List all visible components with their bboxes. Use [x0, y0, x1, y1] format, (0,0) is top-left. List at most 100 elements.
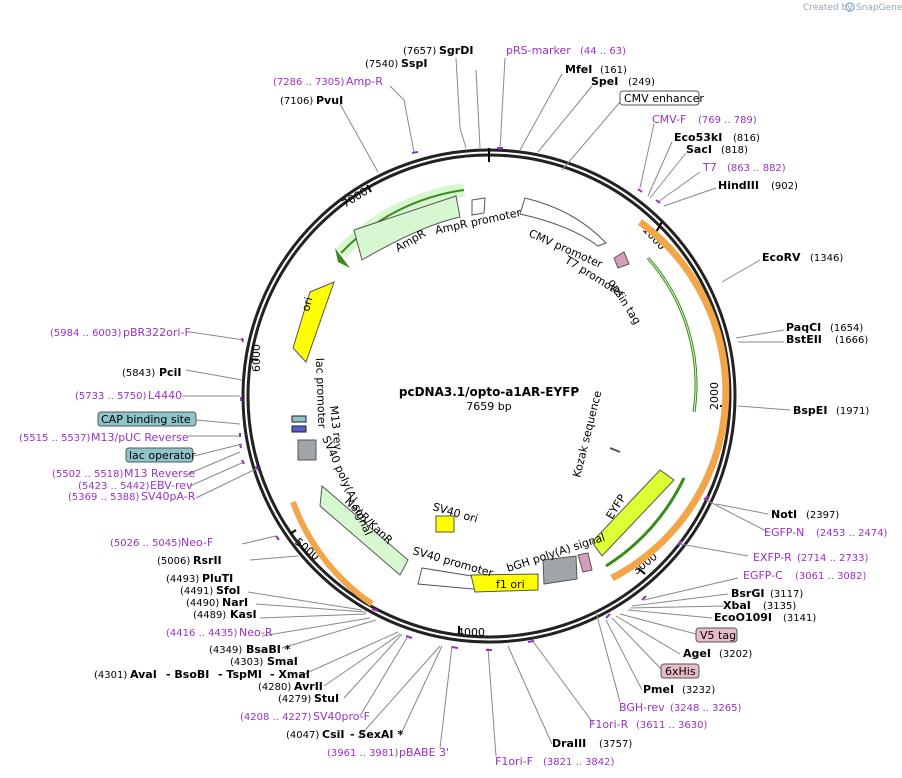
enzyme-sspi[interactable]: SspI [401, 57, 427, 70]
enzyme-ecoo109i[interactable]: EcoO109I [714, 611, 772, 624]
enzyme-bsobi[interactable]: - BsoBI [166, 668, 209, 681]
primer-egfp-c[interactable]: EGFP-C [743, 569, 783, 582]
enzyme-rsrii[interactable]: RsrII [193, 554, 222, 567]
feature-f1-ori[interactable] [470, 573, 539, 593]
feature-opsin-tag[interactable] [613, 251, 630, 269]
plasmid-name: pcDNA3.1/opto-a1AR-EYFP [399, 385, 579, 399]
enzyme-smai[interactable]: SmaI [267, 655, 298, 668]
feature-label-ori: ori [299, 296, 315, 313]
enzyme-eco53ki[interactable]: Eco53kI [674, 131, 722, 144]
feature-neor[interactable] [290, 484, 409, 607]
enzyme-spei[interactable]: SpeI [591, 75, 618, 88]
primer-neo-r[interactable]: Neo-R [239, 626, 273, 639]
box-lac-operator[interactable]: lac operator [125, 447, 196, 463]
feature-eyfp[interactable] [591, 469, 686, 568]
enzyme-bspei[interactable]: BspEI [793, 404, 827, 417]
pos-kasi: (4489) [193, 610, 226, 621]
pos-stui: (4279) [278, 694, 311, 705]
primer-cmv-f[interactable]: CMV-F [652, 113, 686, 126]
enzyme-sfoi[interactable]: SfoI [216, 584, 240, 597]
feature-kozak[interactable] [609, 447, 621, 453]
enzyme-stui[interactable]: StuI [314, 692, 339, 705]
primer-exfp-r[interactable]: EXFP-R [753, 551, 792, 564]
enzyme-tspmi[interactable]: - TspMI [218, 668, 262, 681]
box-cap-binding-site[interactable]: CAP binding site [97, 411, 197, 427]
feature-bgh-polya[interactable] [542, 555, 578, 585]
pos-nari: (4490) [186, 598, 219, 609]
enzyme-bsrgi[interactable]: BsrGI [731, 587, 764, 600]
primer-f1ori-f[interactable]: F1ori-F [495, 755, 533, 768]
enzyme-paqci[interactable]: PaqCI [786, 321, 821, 334]
enzyme-avrii[interactable]: AvrII [294, 680, 323, 693]
feature-cmv-promoter[interactable] [519, 197, 607, 247]
primer-l4440[interactable]: L4440 [148, 389, 182, 402]
feature-ampr[interactable] [335, 183, 466, 268]
box-6xhis[interactable]: 6xHis [660, 663, 700, 679]
primer-amp-r[interactable]: Amp-R [346, 75, 383, 88]
box-v5-tag[interactable]: V5 tag [695, 627, 738, 643]
pos-csii: (4047) [286, 730, 319, 741]
pos-bspei: (1971) [836, 406, 869, 417]
pos-sspi: (7540) [365, 59, 398, 70]
primer-f1ori-r[interactable]: F1ori-R [589, 718, 629, 731]
box-label-lac-operator: lac operator [129, 449, 196, 462]
enzyme-nari[interactable]: NarI [222, 596, 248, 609]
primer-pbr322ori-f[interactable]: pBR322ori-F [123, 326, 191, 339]
primer-m13-reverse[interactable]: M13 Reverse [124, 467, 195, 480]
primer-egfp-n[interactable]: EGFP-N [764, 526, 804, 539]
enzyme-avai[interactable]: AvaI [130, 668, 157, 681]
feature-ampr-arrow[interactable] [353, 195, 486, 261]
enzyme-bsteii[interactable]: BstEII [786, 333, 822, 346]
enzyme-pvui[interactable]: PvuI [316, 94, 343, 107]
enzyme-agei[interactable]: AgeI [683, 647, 711, 660]
pos-xbai: (3135) [763, 601, 796, 612]
enzyme-bsabi[interactable]: BsaBI * [246, 643, 291, 656]
primer-m13-puc-reverse[interactable]: M13/pUC Reverse [91, 431, 189, 444]
enzyme-hindiii[interactable]: HindIII [718, 179, 759, 192]
pos-sv40pa-r: (5369 .. 5388) [68, 492, 140, 503]
feature-ori[interactable] [292, 281, 335, 363]
pos-egfp-n: (2453 .. 2474) [816, 528, 888, 539]
box-label-cap-binding-site: CAP binding site [101, 413, 191, 426]
primer-ebv-rev[interactable]: EBV-rev [150, 479, 193, 492]
enzyme-noti[interactable]: NotI [771, 508, 797, 521]
pos-m13-puc-reverse: (5515 .. 5537) [19, 433, 91, 444]
enzyme-pluti[interactable]: PluTI [202, 572, 233, 585]
enzyme-pcii[interactable]: PciI [159, 366, 181, 379]
pos-sv40pro-f: (4208 .. 4227) [240, 712, 312, 723]
enzyme-xbai[interactable]: XbaI [723, 599, 751, 612]
primer-sv40pa-r[interactable]: SV40pA-R [141, 490, 196, 503]
pos-bsteii: (1666) [835, 335, 868, 346]
enzyme-draiii[interactable]: DraIII [552, 737, 586, 750]
feature-a1ar-orange[interactable] [610, 219, 730, 582]
primer-sv40pro-f[interactable]: SV40pro-F [313, 710, 370, 723]
feature-v5-his-block[interactable] [577, 552, 593, 573]
primer-t7[interactable]: T7 [702, 161, 717, 174]
enzyme-kasi[interactable]: KasI [230, 608, 257, 621]
pos-cmv-f: (769 .. 789) [698, 115, 757, 126]
pos-draiii: (3757) [599, 739, 632, 750]
primer-bgh-rev[interactable]: BGH-rev [619, 701, 665, 714]
pos-hindiii: (902) [771, 181, 798, 192]
pos-t7: (863 .. 882) [727, 163, 786, 174]
primer-pbabe[interactable]: pBABE 3' [399, 746, 449, 759]
box-label-v5-tag: V5 tag [700, 629, 736, 642]
enzyme-pmei[interactable]: PmeI [643, 683, 674, 696]
pos-l4440: (5733 .. 5750) [75, 391, 147, 402]
enzyme-sexai[interactable]: - SexAI * [350, 728, 403, 741]
primer-neo-f[interactable]: Neo-F [181, 536, 213, 549]
feature-lac-region[interactable] [291, 415, 317, 461]
feature-label-lac-promoter: lac promoter [313, 358, 328, 429]
enzyme-xmai[interactable]: - XmaI [270, 668, 310, 681]
enzyme-mfei[interactable]: MfeI [565, 63, 592, 76]
plasmid-length: 7659 bp [466, 400, 511, 413]
feature-label-m13-rev: M13 rev [327, 405, 345, 451]
primer-prs-marker[interactable]: pRS-marker [506, 44, 571, 57]
enzyme-saci[interactable]: SacI [686, 143, 712, 156]
pos-pbabe: (3961 .. 3981) [327, 748, 399, 759]
enzyme-csii[interactable]: CsiI [322, 728, 344, 741]
feature-sv40-ori[interactable] [435, 515, 455, 533]
box-cmv-enhancer[interactable]: CMV enhancer [619, 90, 704, 106]
enzyme-ecorv[interactable]: EcoRV [762, 251, 801, 264]
enzyme-sgrdi[interactable]: SgrDI [439, 44, 473, 57]
